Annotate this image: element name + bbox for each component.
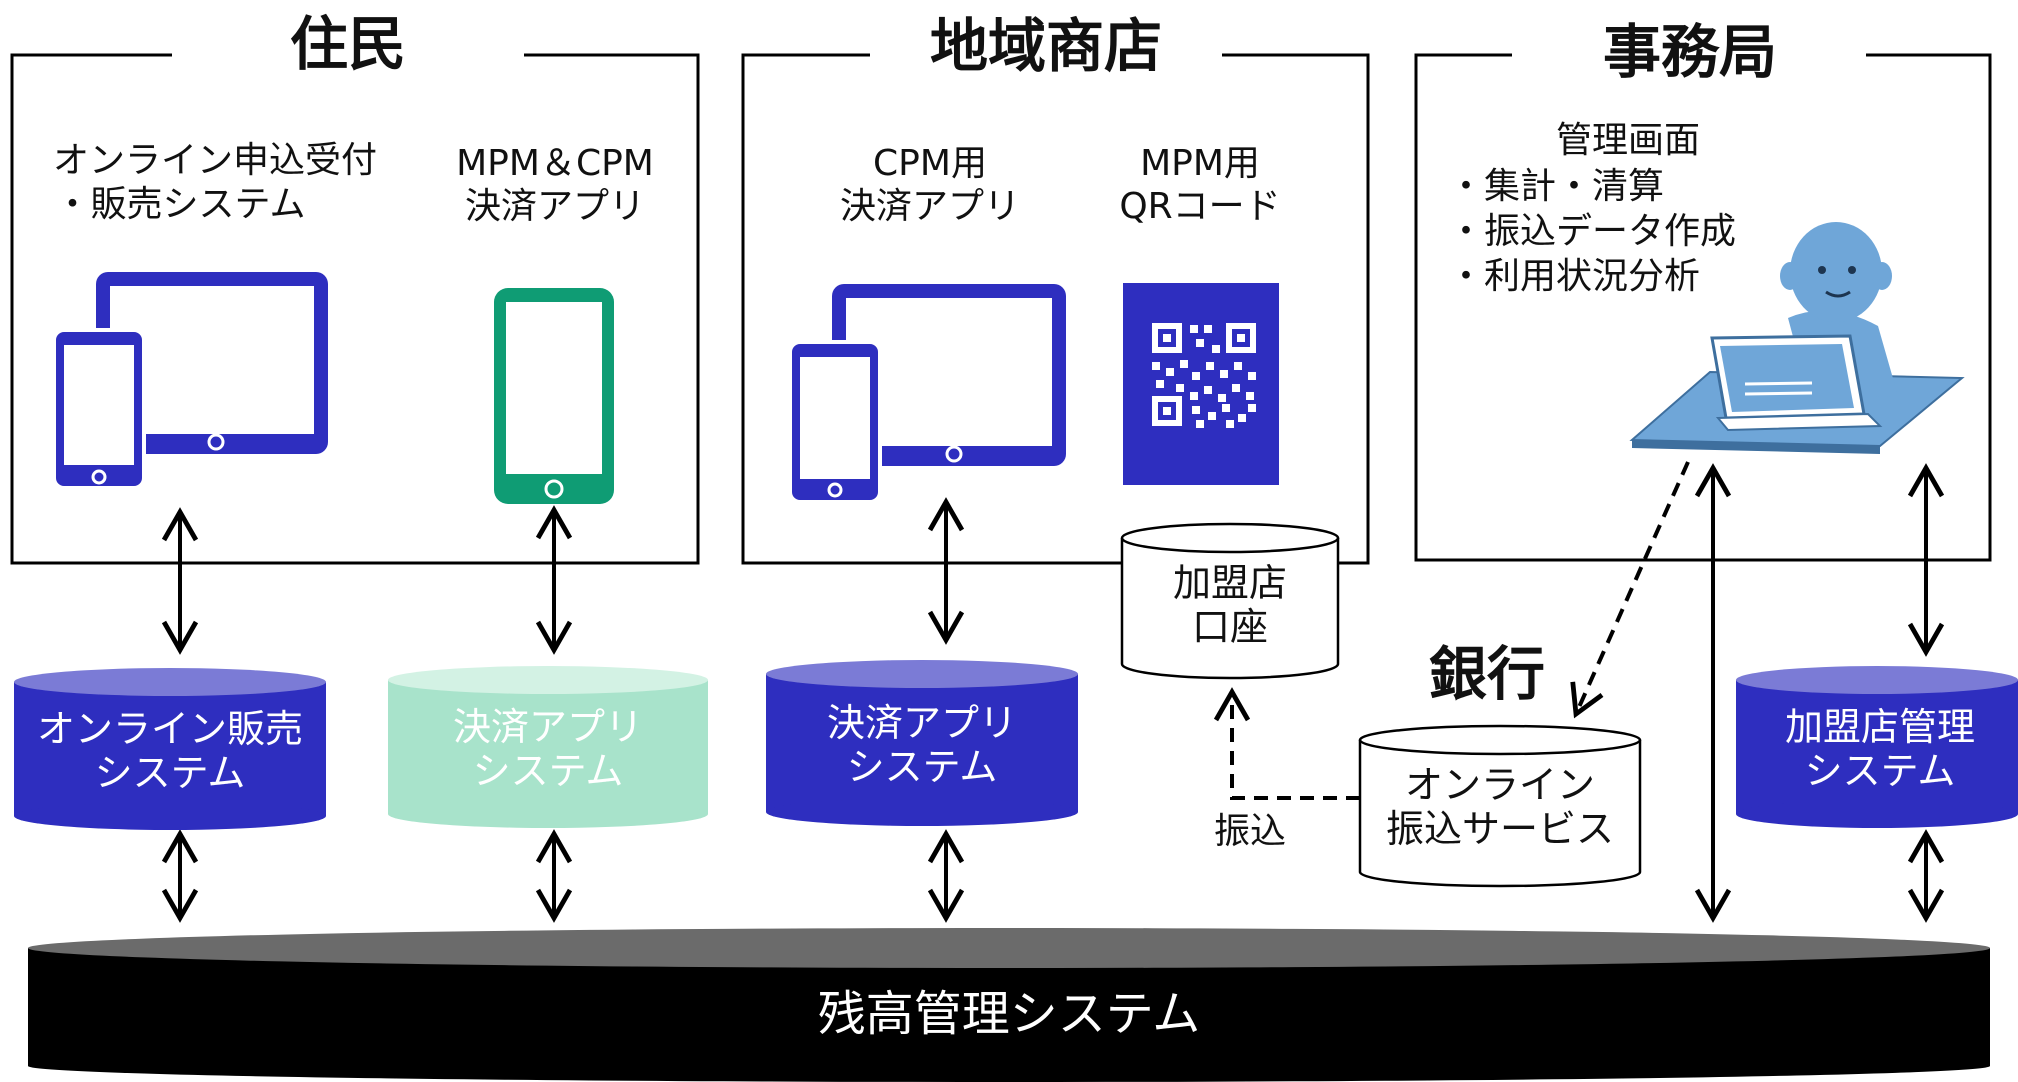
residents-col1-line1: オンライン申込受付: [53, 140, 377, 181]
merchant-mgmt-system-cylinder: 加盟店管理 システム: [1736, 666, 2018, 828]
office-heading: 管理画面: [1556, 120, 1700, 161]
online-sales-line1: オンライン販売: [37, 707, 303, 751]
residents-section: 住民 オンライン申込受付 ・販売システム MPM＆CPM 決済アプリ: [10, 10, 700, 565]
transfer-flow: [1213, 461, 1690, 800]
office-section: 事務局 管理画面 ・集計・清算 ・振込データ作成 ・利用状況分析: [1414, 18, 1992, 562]
office-item: ・集計・清算: [1448, 166, 1664, 207]
tablet-phone-icon: [788, 284, 1066, 504]
balance-management-system: 残高管理システム: [28, 928, 1990, 1082]
merchants-col1-line1: CPM用: [873, 143, 987, 184]
office-frame: [1414, 53, 1992, 562]
balance-system-label: 残高管理システム: [818, 986, 1201, 1042]
connector-arrows: [161, 463, 1945, 923]
tablet-phone-icon: [52, 272, 328, 490]
merchants-col1-line2: 決済アプリ: [840, 186, 1020, 227]
merchant-mgmt-line2: システム: [1805, 749, 1956, 793]
residents-col2-line1: MPM＆CPM: [456, 143, 654, 184]
online-transfer-line2: 振込サービス: [1386, 807, 1614, 851]
online-transfer-line1: オンライン: [1405, 763, 1595, 807]
merchant-account-line2: 口座: [1192, 605, 1268, 649]
office-item: ・利用状況分析: [1448, 256, 1700, 297]
residents-frame: [10, 53, 700, 565]
phone-icon: [494, 288, 614, 504]
merchants-frame: [741, 53, 1370, 565]
payment-app-line2: システム: [847, 745, 998, 789]
payment-app-light-line2: システム: [473, 749, 624, 793]
residents-title: 住民: [290, 10, 406, 78]
merchant-account-cylinder: 加盟店 口座: [1120, 522, 1340, 680]
payment-app-system-cylinder: 決済アプリ システム: [766, 660, 1078, 826]
bank-label: 銀行: [1429, 640, 1545, 708]
merchants-col2-line2: QRコード: [1119, 186, 1280, 227]
office-title: 事務局: [1603, 18, 1777, 86]
office-worker-icon: [1629, 222, 1965, 454]
transfer-label: 振込: [1214, 811, 1286, 852]
merchants-section: 地域商店 CPM用 決済アプリ MPM用 QRコード: [741, 12, 1370, 565]
merchants-col2-line1: MPM用: [1140, 143, 1260, 184]
qr-code-icon: [1123, 283, 1279, 485]
residents-col1-line2: ・販売システム: [55, 184, 306, 225]
online-sales-line2: システム: [95, 751, 246, 795]
payment-app-system-light-cylinder: 決済アプリ システム: [388, 666, 708, 828]
merchants-title: 地域商店: [930, 12, 1162, 80]
payment-app-light-line1: 決済アプリ: [453, 705, 643, 749]
office-item: ・振込データ作成: [1448, 211, 1736, 252]
arrow-office-to-bank: [1570, 461, 1690, 719]
merchant-mgmt-line1: 加盟店管理: [1785, 705, 1975, 749]
online-sales-system-cylinder: オンライン販売 システム: [14, 668, 326, 830]
residents-col2-line2: 決済アプリ: [465, 186, 645, 227]
payment-app-line1: 決済アプリ: [827, 701, 1017, 745]
merchant-account-line1: 加盟店: [1173, 561, 1287, 605]
arrow-bank-to-account: [1213, 687, 1360, 800]
online-transfer-service-cylinder: オンライン 振込サービス: [1358, 724, 1642, 888]
